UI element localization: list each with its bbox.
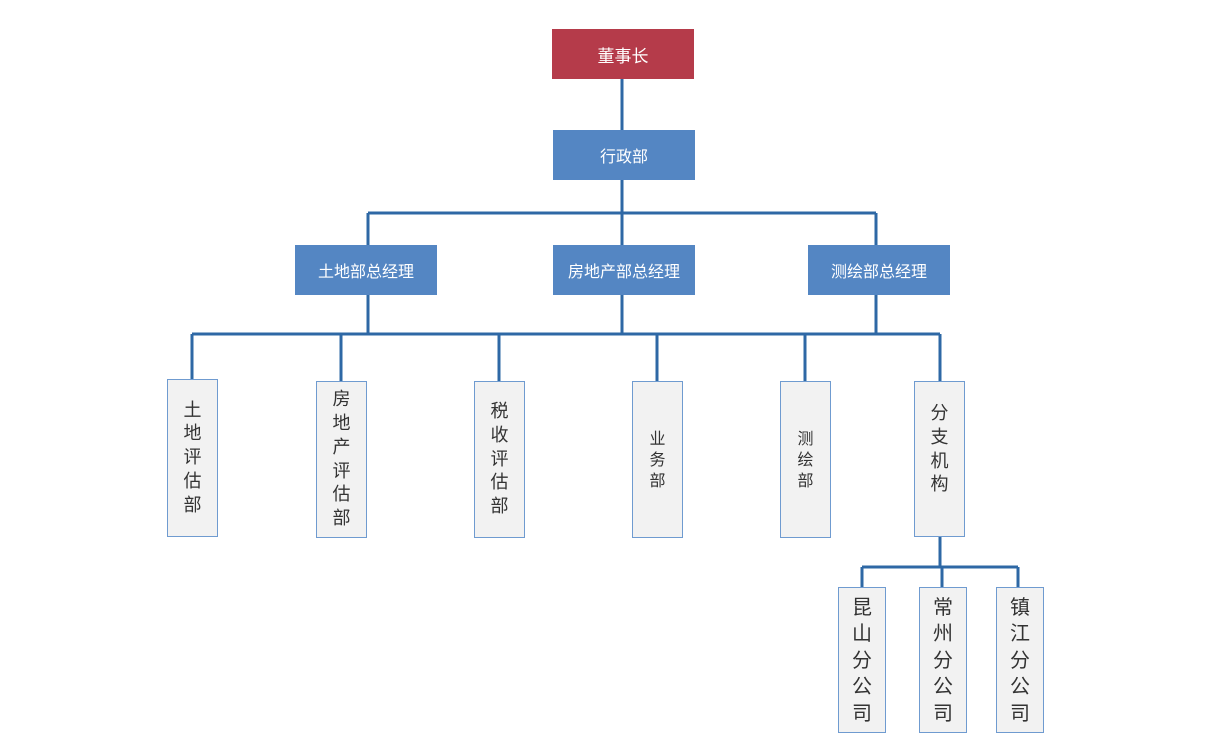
land-appraisal-box: 土地评估部 [167, 379, 218, 537]
survey-manager-label: 测绘部总经理 [830, 262, 927, 281]
kunshan-branch-label: 昆山分公司 [852, 595, 872, 725]
changzhou-branch-box: 常州分公司 [919, 587, 967, 733]
survey-dept-label: 测绘部 [797, 428, 814, 491]
admin-dept-label: 行政部 [599, 147, 648, 166]
tax-appraisal-box: 税收评估部 [474, 381, 525, 538]
branches-label: 分支机构 [930, 403, 949, 496]
zhenjiang-branch-box: 镇江分公司 [996, 587, 1044, 733]
land-manager-label: 土地部总经理 [317, 262, 414, 281]
tax-appraisal-label: 税收评估部 [490, 401, 509, 518]
survey-dept-box: 测绘部 [780, 381, 831, 538]
changzhou-branch-label: 常州分公司 [933, 595, 953, 725]
business-dept-box: 业务部 [632, 381, 683, 538]
realestate-appraisal-label: 房地产评估部 [332, 389, 351, 529]
business-dept-label: 业务部 [649, 428, 666, 491]
admin-dept-box: 行政部 [553, 130, 695, 180]
land-manager-box: 土地部总经理 [295, 245, 437, 295]
realestate-manager-box: 房地产部总经理 [553, 245, 695, 295]
zhenjiang-branch-label: 镇江分公司 [1010, 595, 1030, 725]
survey-manager-box: 测绘部总经理 [808, 245, 950, 295]
chairman-box: 董事长 [552, 29, 694, 79]
chairman-label: 董事长 [597, 46, 649, 67]
branches-box: 分支机构 [914, 381, 965, 537]
land-appraisal-label: 土地评估部 [183, 399, 202, 516]
realestate-appraisal-box: 房地产评估部 [316, 381, 367, 538]
kunshan-branch-box: 昆山分公司 [838, 587, 886, 733]
realestate-manager-label: 房地产部总经理 [567, 262, 680, 281]
